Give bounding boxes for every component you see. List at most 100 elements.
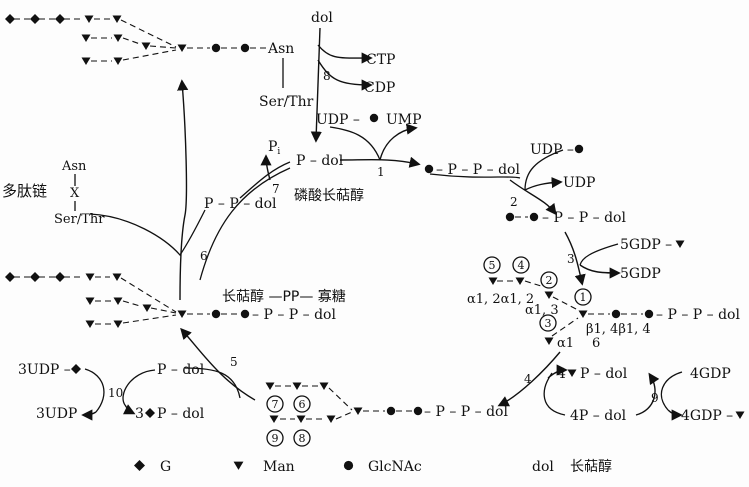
man-icon — [319, 382, 329, 390]
man-icon — [269, 415, 279, 423]
man-icon — [177, 310, 187, 318]
circle-8: 8 — [299, 432, 306, 445]
man-icon — [81, 57, 91, 65]
glcnac-icon — [574, 144, 584, 154]
udp3b-label: 3UDP — [36, 406, 77, 422]
legend-glcnac: GlcNAc — [368, 459, 422, 475]
ump-label: UMP — [386, 112, 422, 128]
legend-man: Man — [263, 459, 295, 475]
man-icon — [578, 310, 588, 318]
circle-3: 3 — [545, 317, 552, 330]
step-9: 9 — [651, 391, 659, 405]
man-icon — [735, 411, 745, 419]
glcnac-icon — [505, 212, 515, 222]
glc-icon — [71, 364, 81, 374]
man-icon — [85, 273, 95, 281]
glcnac-icon — [211, 43, 221, 53]
udp-top-label: UDP – — [530, 142, 574, 158]
step-6: 6 — [200, 249, 208, 263]
left-oligo: – P – P – dol 长萜醇 —PP— 寡糖 3UDP – 3UDP P … — [5, 272, 346, 422]
pp-dol-left: P – P – dol — [204, 196, 277, 212]
circle-7: 7 — [272, 398, 279, 411]
p-dol-left2: P – dol — [157, 406, 205, 422]
gdp4b-label: 4GDP – — [681, 408, 733, 424]
man-icon — [113, 297, 123, 305]
man-icon — [113, 34, 123, 42]
top-glycoprotein: Asn Ser/Thr — [5, 14, 314, 110]
glcnac-icon — [644, 309, 654, 319]
asn-label-left: Asn — [61, 159, 87, 174]
man-icon — [544, 291, 554, 299]
glcnac-legend-icon — [343, 460, 354, 471]
main-cycle-arrows: 1 2 3 4 5 6 7 — [89, 79, 621, 416]
ser-thr-label-left: Ser/Thr — [54, 212, 105, 227]
pi-label: Pi — [268, 139, 280, 157]
glcnac-icon — [529, 212, 539, 222]
man-icon — [296, 415, 306, 423]
cdp-label: CDP — [364, 80, 395, 96]
man-icon — [85, 297, 95, 305]
legend-dolichol: 长萜醇 — [570, 458, 612, 475]
man-icon — [85, 320, 95, 328]
man-icon — [675, 240, 685, 248]
beta-linkage: β1, 4β1, 4 — [586, 322, 651, 337]
udp3-label: 3UDP – — [18, 362, 71, 378]
alpha-linkage: α1, 2α1, 2 — [467, 292, 534, 307]
man-icon — [142, 304, 152, 312]
man-icon — [113, 57, 123, 65]
step-1: 1 — [377, 165, 385, 179]
three-label: 3 — [135, 406, 144, 422]
glc-icon — [145, 408, 155, 418]
step-8: 8 — [323, 69, 331, 83]
man-icon — [567, 369, 577, 377]
step-5: 5 — [230, 355, 238, 369]
man-icon — [353, 407, 363, 415]
p-p-dol-2: – P – P – dol — [542, 210, 626, 226]
glc-icon — [5, 14, 15, 24]
ctp-label: CTP — [366, 52, 395, 68]
gdp5-label: 5GDP – — [620, 237, 672, 253]
man-icon — [544, 337, 554, 345]
step-4: 4 — [524, 372, 532, 386]
dolichol-phosphate-label: 磷酸长萜醇 — [294, 187, 364, 204]
glcnac-icon — [211, 309, 221, 319]
legend-g: G — [160, 459, 171, 475]
glcnac-icon — [611, 309, 621, 319]
step-3: 3 — [567, 252, 575, 266]
gdp5b-label: 5GDP — [620, 266, 661, 282]
p-p-dol-3: – P – P – dol — [656, 307, 740, 323]
branched-oligosaccharide: 5 4 2 1 3 – P – P – dol α1, 2α1, 2 α1, 3… — [467, 256, 740, 351]
glc-icon — [55, 14, 65, 24]
man-icon — [141, 42, 151, 50]
bottom-oligo: 7 6 9 8 – P – P – dol — [265, 382, 508, 447]
glcnac-icon — [240, 43, 250, 53]
polypeptide-label: 多肽链 — [2, 182, 47, 200]
circle-6: 6 — [299, 398, 306, 411]
man-icon — [84, 15, 94, 23]
man-icon — [265, 382, 275, 390]
four-label: 4 — [557, 366, 566, 382]
glc-legend-icon — [134, 460, 145, 471]
man-icon — [81, 34, 91, 42]
glc-icon — [5, 272, 15, 282]
p-dol-left: P – dol — [157, 362, 205, 378]
circle-1: 1 — [580, 291, 587, 304]
man-icon — [292, 382, 302, 390]
man-icon — [177, 44, 187, 52]
dol-labels: Pi P – dol 磷酸长萜醇 P – P – dol UDP – UMP –… — [204, 112, 685, 282]
glcnac-icon — [413, 406, 423, 416]
glcnac-icon — [369, 113, 379, 123]
circle-4: 4 — [518, 259, 525, 272]
p-dol-mid: P – dol — [580, 366, 628, 382]
polypeptide-group: Asn X Ser/Thr 多肽链 — [2, 159, 105, 227]
ser-thr-label: Ser/Thr — [259, 94, 314, 110]
circle-5: 5 — [489, 259, 496, 272]
p-p-dol-1: – P – P – dol — [436, 162, 520, 178]
man-icon — [112, 15, 122, 23]
link-a1: α1 — [557, 336, 574, 351]
p-dol-top: P – dol — [296, 153, 344, 169]
man-icon — [113, 320, 123, 328]
man-icon — [326, 415, 336, 423]
legend: G Man GlcNAc dol 长萜醇 — [134, 458, 612, 475]
man-icon — [488, 277, 498, 285]
